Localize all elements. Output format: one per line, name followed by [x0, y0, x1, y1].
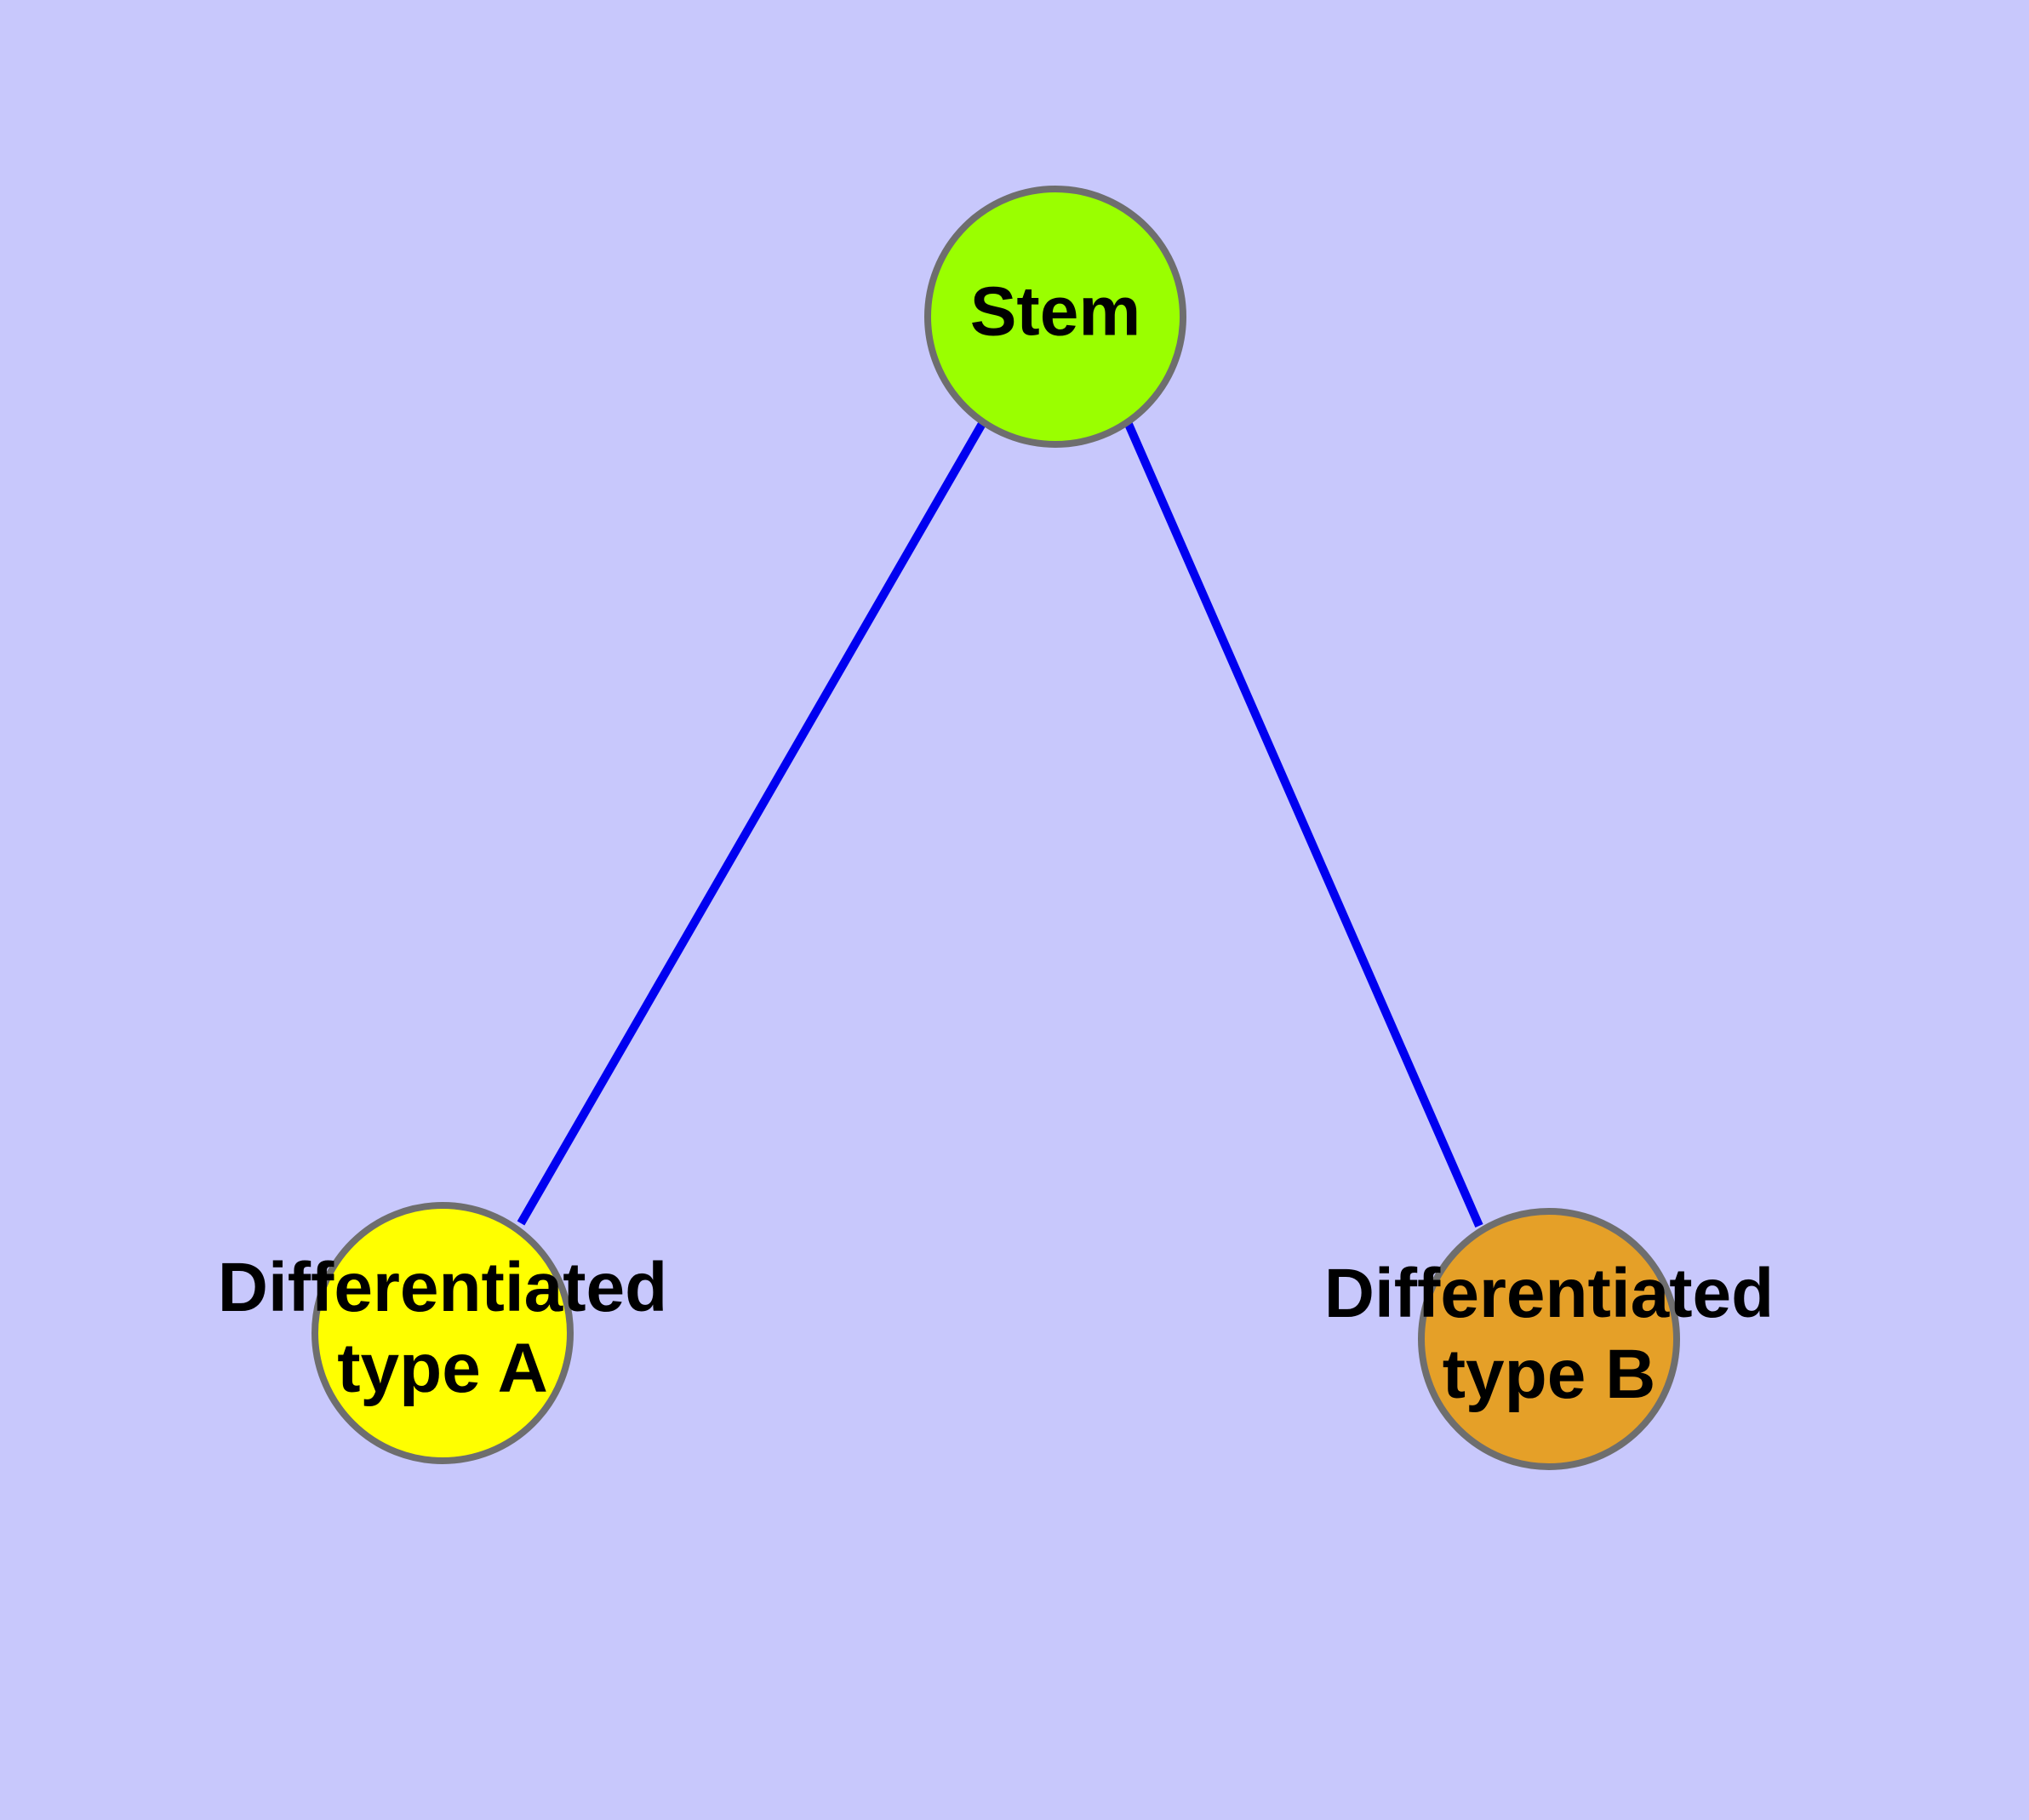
node-label-stem-line1: Stem [970, 273, 1141, 351]
node-stem[interactable]: Stem [924, 186, 1186, 448]
node-label-diff-a-line2: type A [337, 1330, 548, 1407]
node-circle-stem[interactable] [924, 186, 1186, 448]
node-circle-diff-a[interactable] [311, 1202, 574, 1464]
node-circle-diff-b[interactable] [1418, 1208, 1680, 1470]
edge-stem-to-diff-a[interactable] [517, 420, 987, 1226]
node-label-diff-b-line1: Differentiated [1324, 1255, 1775, 1332]
edge-stem-to-diff-b[interactable] [1123, 420, 1483, 1228]
edges-layer [517, 420, 1483, 1228]
node-label-diff-a-line1: Differentiated [218, 1249, 668, 1326]
node-label-diff-b-line2: type B [1443, 1336, 1656, 1413]
